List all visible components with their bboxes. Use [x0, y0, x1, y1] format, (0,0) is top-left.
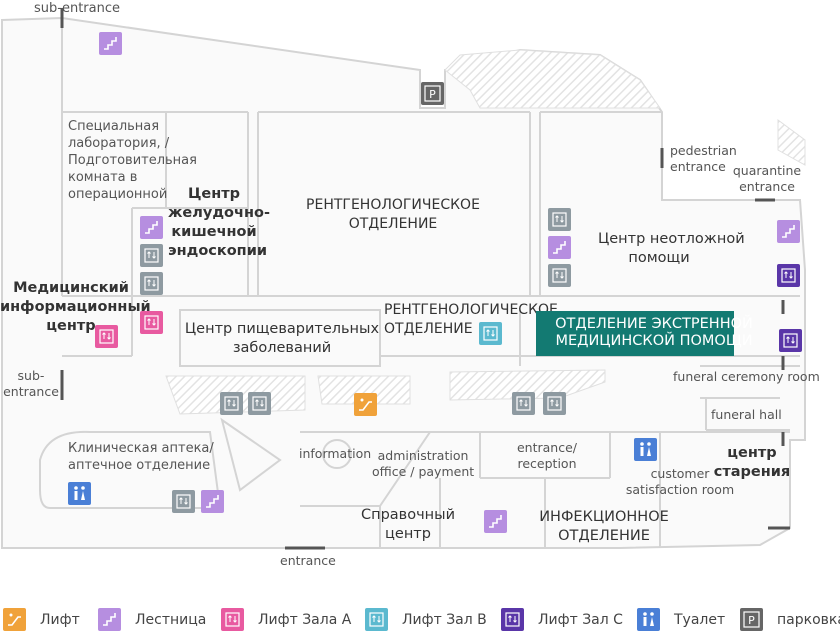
stairs-icon[interactable] [140, 216, 163, 239]
elevator-icon[interactable] [548, 264, 571, 287]
legend-label: Лестница [135, 612, 207, 628]
emergency-center-label: Центр неотложной помощи [598, 231, 745, 266]
floor-plan [1, 8, 806, 550]
stairs-icon[interactable] [548, 236, 571, 259]
radiology-dept-2-label: РЕНТГЕНОЛОГИЧЕСКОЕ ОТДЕЛЕНИЕ [384, 302, 558, 337]
legend-label: Лифт Зал B [402, 612, 487, 628]
stairs-icon[interactable] [777, 220, 800, 243]
legend-label: Туалет [674, 612, 726, 628]
infection-dept-label: ИНФЕКЦИОННОЕ ОТДЕЛЕНИЕ [539, 509, 669, 544]
elevator-icon [221, 608, 244, 631]
restroom-icon [637, 608, 660, 631]
gi-endoscopy-label: Центр желудочно- кишечной эндоскопии [168, 186, 270, 259]
stairs-icon[interactable] [99, 32, 122, 55]
help-center-label: Справочный центр [360, 507, 456, 542]
elevator-hall-a-icon[interactable] [95, 325, 118, 348]
elevator-icon[interactable] [248, 392, 271, 415]
elevator-icon [501, 608, 524, 631]
escalator-icon[interactable] [354, 393, 377, 416]
radiology-dept-label: РЕНТГЕНОЛОГИЧЕСКОЕ ОТДЕЛЕНИЕ [306, 197, 480, 232]
customer-satisfaction-label: customer satisfaction room [625, 466, 735, 497]
information-label: information [299, 446, 372, 461]
parking-icon: P [740, 608, 763, 631]
quarantine-entrance-label: quarantine entrance [732, 163, 802, 194]
pedestrian-entrance-label: pedestrian entrance [670, 143, 737, 174]
elevator-icon[interactable] [543, 392, 566, 415]
elevator-icon[interactable] [140, 272, 163, 295]
elevator-icon [365, 608, 388, 631]
medical-info-center-label: Медицинский информационный центр [0, 280, 151, 334]
parking-glyph: P [748, 614, 755, 627]
sub-entrance-top-label: sub-entrance [34, 1, 120, 16]
parking-icon[interactable]: P [421, 82, 444, 105]
admin-office-label: administration office / payment [372, 448, 475, 479]
elevator-hall-b-icon[interactable] [479, 322, 502, 345]
digestive-center-label: Центр пищеварительных заболеваний [184, 321, 380, 356]
stairs-icon [98, 608, 121, 631]
funeral-hall-label: funeral hall [711, 407, 782, 422]
entrance-bottom-label: entrance [280, 553, 336, 568]
legend-label: парковка [777, 612, 840, 628]
emergency-dept-highlight[interactable] [536, 311, 734, 356]
elevator-icon[interactable] [172, 490, 195, 513]
elevator-icon[interactable] [140, 244, 163, 267]
funeral-ceremony-label: funeral ceremony room [673, 369, 820, 384]
elevator-hall-a-icon[interactable] [140, 311, 163, 334]
legend-label: Лифт Зал C [538, 612, 623, 628]
elevator-hall-c-icon[interactable] [779, 329, 802, 352]
restroom-icon[interactable] [634, 438, 657, 461]
emergency-dept-label[interactable]: ОТДЕЛЕНИЕ ЭКСТРЕННОЙ МЕДИЦИНСКОЙ ПОМОЩИ [555, 316, 753, 349]
svg-text:P: P [429, 88, 436, 101]
elevator-icon[interactable] [548, 208, 571, 231]
legend: Лифт Лестница Лифт Зала A Лифт Зал B Лиф… [0, 606, 840, 636]
elevator-hall-c-icon[interactable] [777, 264, 800, 287]
sub-entrance-left-label: sub- entrance [3, 368, 59, 399]
escalator-icon [3, 608, 26, 631]
restroom-icon[interactable] [68, 482, 91, 505]
legend-label: Лифт [40, 612, 80, 628]
elevator-icon[interactable] [220, 392, 243, 415]
special-lab-label: Специальная лаборатория, / Подготовитель… [68, 119, 197, 202]
aging-center-label: центр старения [713, 445, 791, 480]
elevator-icon[interactable] [512, 392, 535, 415]
legend-label: Лифт Зала A [258, 612, 352, 628]
stairs-icon[interactable] [484, 510, 507, 533]
pharmacy-label: Клиническая аптека/ аптечное отделение [68, 441, 214, 473]
stairs-icon[interactable] [201, 490, 224, 513]
entrance-reception-label: entrance/ reception [516, 440, 577, 471]
